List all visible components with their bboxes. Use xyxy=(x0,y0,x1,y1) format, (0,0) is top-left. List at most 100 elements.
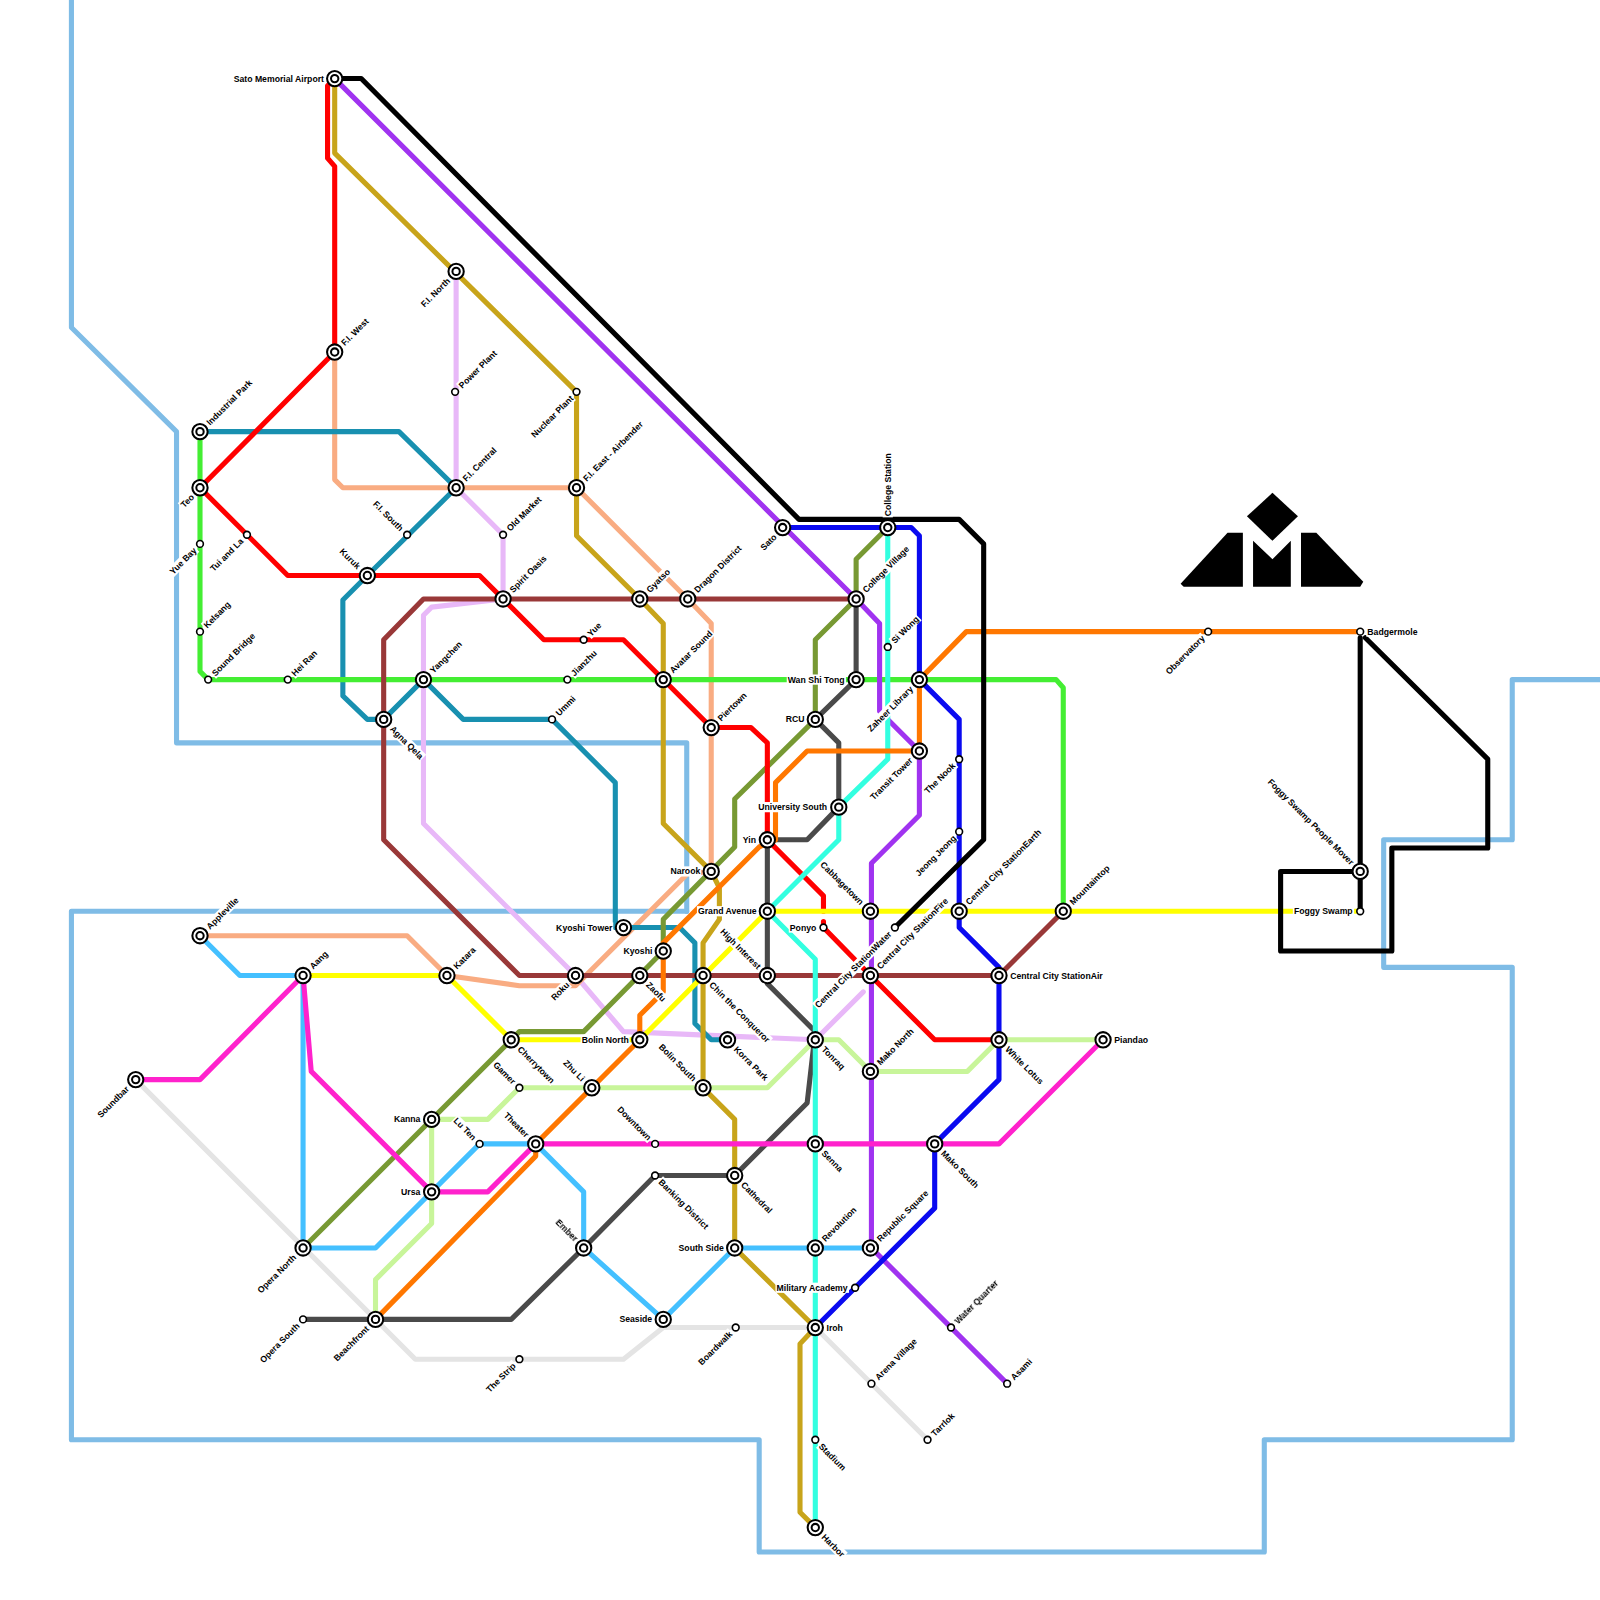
station-name: Tui and La xyxy=(207,535,246,574)
interchange-marker xyxy=(760,832,775,847)
interchange-core xyxy=(835,803,842,810)
interchange-marker xyxy=(1095,1032,1110,1047)
station-label: Avatar Sound xyxy=(660,628,716,684)
interchange-core xyxy=(916,676,923,683)
station-name: Mako North xyxy=(874,1025,916,1067)
station-name: Foggy Swamp People Mover xyxy=(1265,776,1357,868)
interchange-core xyxy=(779,524,786,531)
station-marker xyxy=(205,676,212,683)
station-label: Banking District xyxy=(651,1172,711,1232)
interchange-core xyxy=(1357,868,1364,875)
interchange-marker xyxy=(808,1520,823,1535)
station-label: Roku xyxy=(548,972,579,1003)
station-marker xyxy=(516,1084,523,1091)
station-name: Hei Ran xyxy=(288,647,319,678)
interchange-marker xyxy=(576,1240,591,1255)
station-name: Kuruk xyxy=(337,546,363,572)
station-marker xyxy=(1357,908,1364,915)
station-marker xyxy=(284,676,291,683)
station-name: Yin xyxy=(742,835,757,845)
interchange-marker xyxy=(863,1240,878,1255)
interchange-core xyxy=(724,1036,731,1043)
interchange-core xyxy=(660,1316,667,1323)
station-label: RCU xyxy=(785,714,816,724)
station-label: Iroh xyxy=(815,1322,844,1332)
interchange-core xyxy=(699,1084,706,1091)
interchange-marker xyxy=(695,968,710,983)
station-label: Kyoshi Tower xyxy=(555,922,623,932)
station-label: Yue xyxy=(580,620,604,644)
station-label: Sound Bridge xyxy=(205,630,258,683)
station-name: Kyoshi Tower xyxy=(555,922,613,932)
station-label: Foggy Swamp xyxy=(1293,906,1360,916)
interchange-marker xyxy=(128,1072,143,1087)
station-name: Chin the Conqueror xyxy=(707,979,773,1045)
interchange-marker xyxy=(376,712,391,727)
interchange-core xyxy=(699,972,706,979)
station-label: Ummi xyxy=(548,693,578,723)
interchange-core xyxy=(684,595,691,602)
station-label: Gyatso xyxy=(636,566,673,603)
interchange-core xyxy=(931,1140,938,1147)
interchange-core xyxy=(588,1084,595,1091)
station-name: Korra Park xyxy=(731,1043,771,1083)
interchange-marker xyxy=(912,743,927,758)
station-marker xyxy=(852,1284,859,1291)
interchange-marker xyxy=(848,672,863,687)
station-label: South Side xyxy=(678,1243,736,1253)
station-name: The Nook xyxy=(922,760,959,797)
station-label: Kanna xyxy=(393,1114,432,1124)
interchange-marker xyxy=(632,968,647,983)
interchange-marker xyxy=(775,520,790,535)
interchange-marker xyxy=(808,712,823,727)
station-label: Boardwalk xyxy=(695,1324,739,1368)
station-label: Yin xyxy=(742,835,767,845)
interchange-marker xyxy=(632,591,647,606)
station-label: The Strip xyxy=(483,1356,523,1396)
station-label: Old Market xyxy=(499,494,544,539)
station-label: Transit Tower xyxy=(867,747,922,802)
station-name: Banking District xyxy=(656,1176,712,1232)
station-name: Yue xyxy=(584,620,604,640)
station-label: Chin the Conqueror xyxy=(699,972,772,1045)
station-label: Kelsang xyxy=(196,598,233,635)
station-name: Grand Avenue xyxy=(697,906,758,916)
station-name: Mako South xyxy=(938,1147,981,1190)
station-name: College Station xyxy=(883,452,893,517)
station-name: Opera North xyxy=(255,1252,299,1296)
station-label: Opera South xyxy=(257,1316,307,1366)
interchange-core xyxy=(573,484,580,491)
station-marker xyxy=(892,924,899,931)
station-marker xyxy=(1357,628,1364,635)
interchange-marker xyxy=(991,1032,1006,1047)
station-label: Kuruk xyxy=(337,546,371,580)
station-marker xyxy=(549,716,556,723)
station-label: Stadium xyxy=(812,1436,849,1473)
station-label: Tui and La xyxy=(207,531,250,574)
station-label: F.I. East - Airbender xyxy=(573,418,646,491)
station-name: Sound Bridge xyxy=(209,630,258,679)
interchange-core xyxy=(428,1116,435,1123)
interchange-marker xyxy=(295,968,310,983)
station-name: Spirit Oasis xyxy=(507,553,550,596)
interchange-marker xyxy=(569,480,584,495)
station-name: Wan Shi Tong xyxy=(787,674,846,684)
station-label: Mako North xyxy=(867,1025,917,1075)
station-label: Spirit Oasis xyxy=(499,553,549,603)
station-name: Avatar Sound xyxy=(667,628,715,676)
interchange-marker xyxy=(568,968,583,983)
station-label: Power Plant xyxy=(451,347,499,395)
station-name: University South xyxy=(757,802,828,812)
station-label: Soundbar xyxy=(94,1076,138,1120)
station-label: Zaheer Library xyxy=(865,676,923,734)
station-name: Piertown xyxy=(715,689,750,724)
station-name: F.I. East - Airbender xyxy=(580,418,646,484)
interchange-marker xyxy=(424,1112,439,1127)
station-label: Lu Ten xyxy=(451,1115,484,1148)
interchange-core xyxy=(764,836,771,843)
station-label: Mountaintop xyxy=(1060,862,1113,915)
interchange-marker xyxy=(952,904,967,919)
interchange-core xyxy=(196,428,203,435)
station-label: Yangchen xyxy=(420,638,465,683)
station-label: Downtown xyxy=(615,1103,659,1147)
